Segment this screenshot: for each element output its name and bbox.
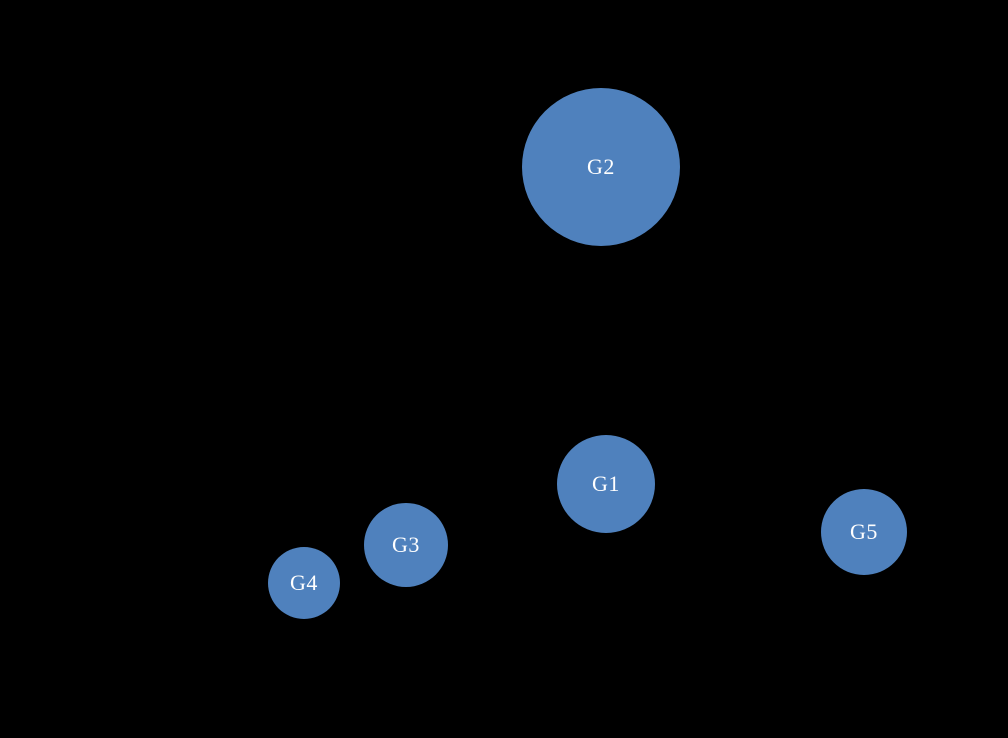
bubble-g1[interactable]: G1 (557, 435, 655, 533)
bubble-label: G4 (290, 570, 318, 595)
bubble-label: G2 (587, 154, 615, 179)
bubble-g2[interactable]: G2 (522, 88, 680, 246)
bubble-label: G5 (850, 519, 878, 544)
bubble-g4[interactable]: G4 (268, 547, 340, 619)
bubble-g3[interactable]: G3 (364, 503, 448, 587)
bubble-label: G3 (392, 532, 420, 557)
bubble-label: G1 (592, 471, 620, 496)
bubble-g5[interactable]: G5 (821, 489, 907, 575)
